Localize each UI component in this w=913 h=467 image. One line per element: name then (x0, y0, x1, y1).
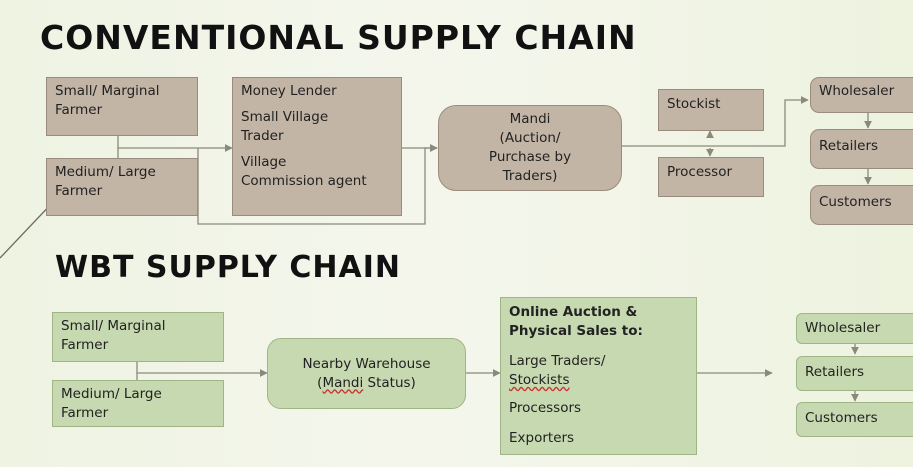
arrow-mandi-to-wholesaler (622, 96, 809, 147)
online-item-large-traders: Large Traders/ (509, 353, 606, 369)
decorative-diagonal-line (0, 199, 56, 259)
wbt-retailers-label: Retailers (805, 364, 865, 380)
online-heading2: Physical Sales to: (509, 323, 643, 339)
conv-middlemen-box: Money Lender Small Village Trader Villag… (232, 77, 402, 216)
online-item-exporters: Exporters (509, 430, 575, 446)
conv-wholesaler-label: Wholesaler (819, 83, 895, 99)
conv-medium-farmer-box: Medium/ Large Farmer (46, 158, 198, 216)
conv-retailers-box: Retailers (810, 129, 913, 169)
wbt-medium-farmer-box: Medium/ Large Farmer (52, 380, 224, 427)
wbt-medium-farmer-line2: Farmer (61, 405, 109, 421)
conventional-title: CONVENTIONAL SUPPLY CHAIN (40, 18, 637, 57)
wbt-wholesaler-label: Wholesaler (805, 320, 881, 336)
warehouse-line2-mandi: Mandi (322, 374, 364, 391)
online-item-processors: Processors (509, 400, 582, 416)
warehouse-line2-prefix: ( (317, 374, 323, 391)
mandi-line1: Mandi (509, 111, 551, 127)
mandi-line3: Purchase by (488, 149, 572, 165)
middlemen-small-village: Small Village (241, 109, 329, 125)
conv-mandi-box: Mandi (Auction/ Purchase by Traders) (438, 105, 622, 191)
conv-small-farmer-line1: Small/ Marginal (55, 83, 160, 99)
wbt-warehouse-box: Nearby Warehouse (Mandi Status) (267, 338, 466, 409)
online-item-stockists: Stockists (509, 372, 570, 388)
conv-processor-box: Processor (658, 157, 764, 197)
wbt-wholesaler-box: Wholesaler (796, 313, 913, 344)
warehouse-line2-suffix: Status) (363, 374, 416, 391)
wbt-title: WBT SUPPLY CHAIN (55, 250, 402, 285)
mandi-line4: Traders) (502, 168, 558, 184)
conv-customers-box: Customers (810, 185, 913, 225)
processor-label: Processor (667, 164, 733, 180)
middlemen-village: Village (241, 154, 287, 170)
middlemen-money-lender: Money Lender (241, 83, 337, 99)
wbt-small-farmer-line1: Small/ Marginal (61, 318, 166, 334)
arrow-wbt-farmer-to-warehouse (136, 361, 268, 377)
conv-customers-label: Customers (819, 194, 892, 210)
wbt-online-auction-box: Online Auction & Physical Sales to: Larg… (500, 297, 697, 455)
middlemen-commission-agent: Commission agent (241, 173, 367, 189)
conv-retailers-label: Retailers (819, 138, 879, 154)
conv-medium-farmer-line2: Farmer (55, 183, 103, 199)
wbt-customers-label: Customers (805, 410, 878, 426)
arrow-farmer-to-middlemen (117, 136, 233, 152)
wbt-medium-farmer-line1: Medium/ Large (61, 386, 162, 402)
online-heading1: Online Auction & (509, 304, 638, 320)
wbt-customers-box: Customers (796, 402, 913, 437)
warehouse-line1: Nearby Warehouse (302, 355, 431, 372)
conv-small-farmer-line2: Farmer (55, 102, 103, 118)
conv-medium-farmer-line1: Medium/ Large (55, 164, 156, 180)
wbt-small-farmer-line2: Farmer (61, 337, 109, 353)
wbt-small-farmer-box: Small/ Marginal Farmer (52, 312, 224, 362)
middlemen-trader: Trader (241, 128, 284, 144)
conv-wholesaler-box: Wholesaler (810, 77, 913, 113)
conv-stockist-box: Stockist (658, 89, 764, 131)
wbt-retailers-box: Retailers (796, 356, 913, 391)
stockist-label: Stockist (667, 96, 721, 112)
warehouse-line2: (Mandi Status) (317, 374, 416, 393)
conv-small-farmer-box: Small/ Marginal Farmer (46, 77, 198, 136)
mandi-line2: (Auction/ (499, 130, 561, 146)
